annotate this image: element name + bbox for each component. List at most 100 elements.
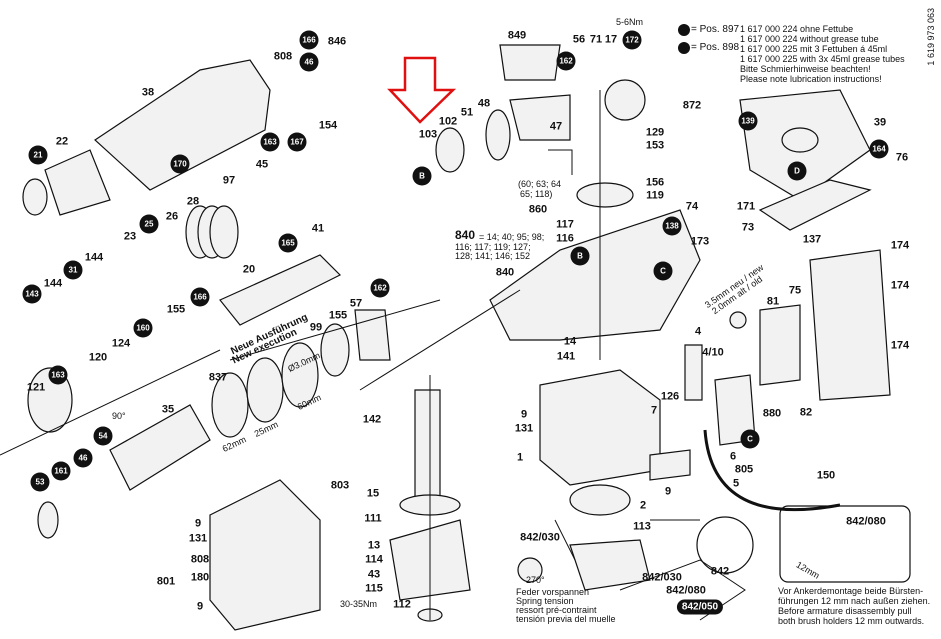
marker-b: B: [570, 246, 590, 266]
part-label: 174: [890, 279, 910, 292]
armature-142: [414, 389, 441, 501]
part-label: 837: [208, 371, 228, 384]
part-label: 842/030: [642, 571, 682, 584]
part-label: 75: [788, 284, 802, 297]
part-badge: 162: [370, 278, 390, 298]
part-label: 74: [685, 200, 699, 213]
kit-note: 116; 117; 119; 127;: [455, 242, 531, 252]
part-label: 131: [188, 532, 208, 545]
part-label: 842: [710, 565, 730, 578]
part-label: 150: [816, 469, 836, 482]
part-badge: 25: [139, 214, 159, 234]
part-label: 171: [736, 200, 756, 213]
part-label: 38: [141, 86, 155, 99]
part-label: 846: [327, 35, 347, 48]
part-label: 131: [514, 422, 534, 435]
part-badge: 166: [299, 30, 319, 50]
part-label: 801: [156, 575, 176, 588]
part-label: 142: [362, 413, 382, 426]
part-label: 842/030: [520, 531, 560, 544]
part-label: 102: [438, 115, 458, 128]
part-label: 117: [556, 218, 574, 231]
part-label: 842/080: [846, 515, 886, 528]
part-label: 41: [311, 222, 325, 235]
motor-housing-801: [209, 479, 321, 631]
part-label: 82: [799, 406, 813, 419]
part-badge: 53: [30, 472, 50, 492]
part-badge: 163: [48, 365, 68, 385]
part-label: 13: [367, 539, 381, 552]
part-label: 47: [549, 120, 563, 133]
field-housing-1: [539, 369, 661, 486]
part-label: 9: [196, 600, 204, 613]
part-label: 880: [762, 407, 782, 420]
part-badge: 46: [73, 448, 93, 468]
part-badge: 165: [278, 233, 298, 253]
part-label: 57: [349, 297, 363, 310]
part-label: 1: [516, 451, 524, 464]
kit-note-title: 840: [455, 228, 476, 242]
spring-note: tensión previa del muelle: [516, 614, 616, 624]
part-label: 114: [365, 553, 383, 566]
armature-note: both brush holders 12 mm outwards.: [778, 616, 925, 626]
part-label: 7: [650, 404, 658, 417]
part-label: 35: [161, 403, 175, 416]
part-label: 173: [690, 235, 710, 248]
gear-860: [576, 182, 634, 208]
bullet-icon: [678, 42, 690, 54]
switch-4: [684, 344, 703, 401]
part-badge: 172: [622, 30, 642, 50]
part-label: 15: [366, 487, 380, 500]
spring-note: Spring tension: [516, 596, 574, 606]
torque-note: 5-6Nm: [616, 17, 644, 27]
part-label: 45: [255, 158, 269, 171]
part-label: 840: [495, 266, 515, 279]
handle-75: [809, 249, 891, 401]
part-label: 43: [367, 568, 381, 581]
part-label: 155: [328, 309, 348, 322]
part-label: 113: [633, 520, 651, 533]
part-label: 111: [364, 512, 382, 525]
part-label: 808: [273, 50, 293, 63]
part-label: 129: [645, 126, 665, 139]
kit-note: 128; 141; 146; 152: [455, 251, 531, 261]
part-label: 137: [802, 233, 822, 246]
part-badge: 167: [287, 132, 307, 152]
part-label: 6: [729, 450, 737, 463]
part-label: 73: [741, 221, 755, 234]
legend-text: 1 617 000 225 mit 3 Fettuben á 45ml: [740, 44, 888, 54]
part-badge: 162: [556, 51, 576, 71]
part-badge: 170: [170, 154, 190, 174]
part-label: 5: [732, 477, 740, 490]
part-badge: 54: [93, 426, 113, 446]
part-label: 174: [890, 239, 910, 252]
marker-c: C: [653, 261, 673, 281]
part-label: 116: [556, 232, 574, 245]
part-81: [759, 304, 801, 386]
part-label: 4: [694, 325, 702, 338]
part-label: 17: [604, 33, 618, 46]
armature-note: Before armature disassembly pull: [778, 606, 912, 616]
part-label: 180: [190, 571, 210, 584]
part-label: 860: [528, 203, 548, 216]
part-label: 9: [520, 408, 528, 421]
part-label: 23: [123, 230, 137, 243]
part-label: 26: [165, 210, 179, 223]
red-arrow-indicator: [387, 56, 457, 124]
torque-note: 30-35Nm: [340, 599, 378, 609]
part-label: 153: [645, 139, 665, 152]
part-label: 51: [460, 106, 474, 119]
marker-d: D: [787, 161, 807, 181]
part-label: 121: [26, 381, 46, 394]
part-label: 97: [222, 174, 236, 187]
part-label: 2: [639, 499, 647, 512]
part-label: 20: [242, 263, 256, 276]
part-badge: 138: [662, 216, 682, 236]
legend-pos-897: = Pos. 897: [691, 24, 740, 35]
part-label: 842/080: [666, 584, 706, 597]
part-label: 144: [84, 251, 104, 264]
bullet-icon: [678, 24, 690, 36]
part-badge: 163: [260, 132, 280, 152]
part-badge: 139: [738, 111, 758, 131]
